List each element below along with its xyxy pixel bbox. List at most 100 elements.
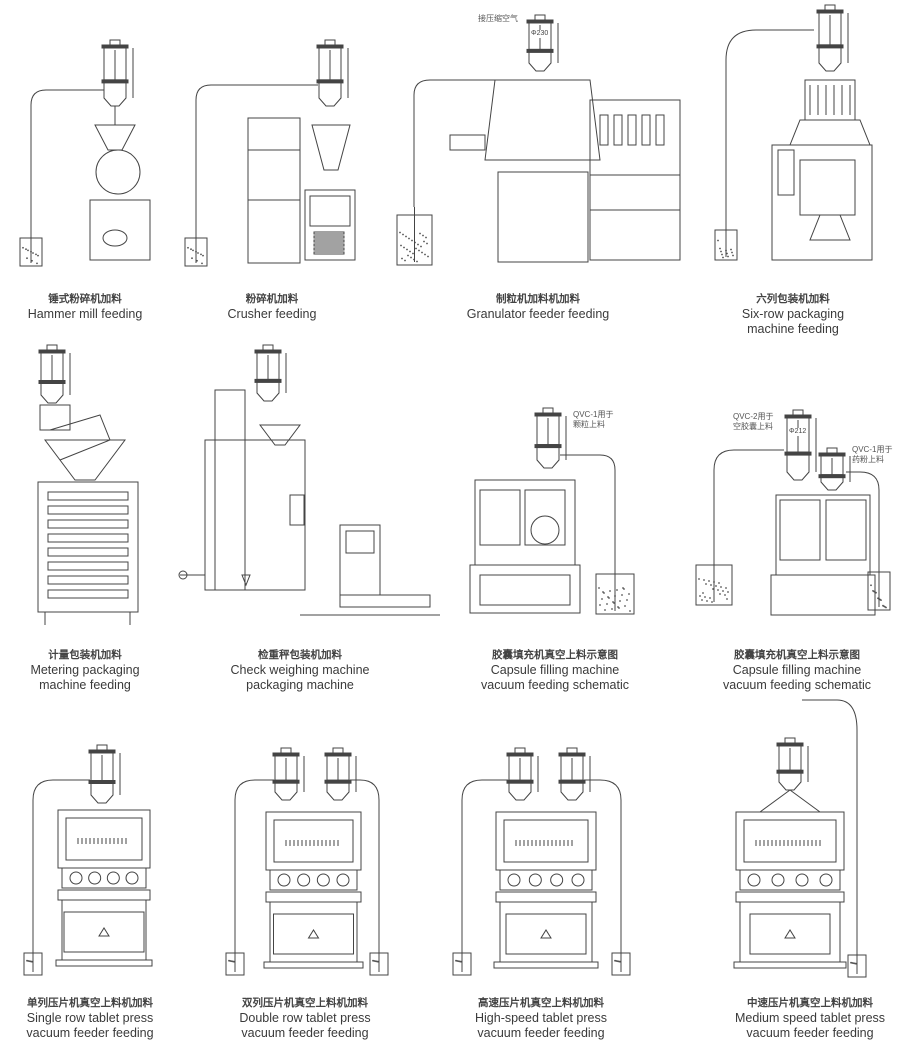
feeder-flange [316, 79, 344, 84]
machine-part [47, 575, 129, 585]
feeder-flange [254, 378, 282, 383]
material-granule [602, 591, 604, 593]
press-control-band [739, 869, 841, 891]
material-granule [233, 960, 235, 963]
panel-six-row [714, 4, 873, 261]
material-granule [200, 253, 202, 256]
caption-en1: Capsule filling machine [490, 663, 620, 677]
panel-capsule [469, 407, 635, 615]
feeder-hopper [528, 52, 552, 72]
caption-en1: Six-row packaging [741, 307, 845, 321]
material-granule [425, 236, 427, 239]
note-line: 空胶囊上料 [733, 422, 773, 431]
material-granule [419, 232, 421, 235]
machine-outline [49, 414, 111, 461]
caption-en2: vacuum feeder feeding [241, 1026, 369, 1040]
panel-caption: 粉碎机加料 Crusher feeding [228, 292, 317, 322]
machine-outline [44, 439, 126, 481]
machine-part [289, 494, 305, 526]
material-granule [202, 254, 204, 257]
material-granule [718, 582, 720, 584]
machine-part [47, 547, 129, 557]
caption-en1: Hammer mill feeding [27, 307, 143, 321]
material-granule [705, 583, 707, 585]
machine-circle [178, 570, 188, 580]
machine-outline [311, 124, 351, 171]
material-granule [722, 590, 724, 592]
material-granule [855, 962, 857, 965]
feeder-diameter-label: Φ230 [531, 30, 549, 38]
press-door [63, 911, 145, 953]
material-granule [708, 580, 710, 582]
caption-zh: 中速压片机真空上料机加料 [747, 997, 873, 1009]
machine-part [89, 199, 151, 261]
feeder-hopper [560, 783, 584, 801]
material-granule [709, 597, 711, 599]
press-gauge [771, 873, 785, 887]
material-granule [26, 257, 28, 260]
feeder-cap [324, 39, 336, 46]
panel-medium-speed-press [733, 699, 867, 978]
machine-part [313, 243, 345, 247]
machine-part [479, 574, 571, 606]
feeder-flange [784, 451, 812, 456]
press-base [739, 901, 841, 963]
material-granule [27, 249, 29, 252]
material-granule [621, 594, 623, 596]
material-granule [606, 603, 608, 605]
machine-part [449, 134, 486, 151]
feeder-hopper [318, 82, 342, 107]
material-granule [629, 610, 631, 612]
vacuum-hose [413, 79, 520, 207]
press-base [61, 899, 147, 961]
caption-en1: Medium speed tablet press [734, 1011, 886, 1025]
vacuum-hose [560, 454, 616, 566]
panel-granulator [396, 14, 681, 266]
feeder-cap [542, 407, 554, 414]
machine-outline [809, 214, 851, 241]
feeder-flange [272, 779, 300, 784]
material-granule [192, 249, 194, 252]
material-granule [421, 251, 423, 254]
feeder-cap [566, 747, 578, 754]
material-granule [626, 599, 628, 601]
press-foot [493, 961, 599, 969]
press-gauge [297, 873, 311, 887]
material-granule [701, 599, 703, 601]
caption-en1: Crusher feeding [227, 307, 317, 321]
material-granule [720, 586, 722, 588]
feeder-hopper [508, 783, 532, 801]
material-granule [427, 255, 429, 258]
caption-en1: Capsule filling machine [732, 663, 862, 677]
caption-zh: 粉碎机加料 [245, 293, 299, 305]
machine-part [589, 99, 681, 261]
feeder-cap [332, 747, 344, 754]
machine-part [469, 564, 581, 614]
material-granule [401, 257, 403, 260]
press-control-band [499, 869, 593, 891]
machine-part [641, 114, 651, 146]
material-granule [727, 591, 729, 593]
press-control-band [269, 869, 358, 891]
caption-en2: vacuum feeding schematic [723, 678, 871, 692]
machine-part [771, 144, 873, 261]
feeder-flange [38, 380, 66, 384]
press-upper-frame [57, 809, 151, 869]
vacuum-hose [30, 89, 104, 230]
feeder-flange [818, 474, 846, 479]
feeder-cap [826, 447, 838, 454]
note-line: QVC-1用于 [573, 410, 614, 419]
machine-part [599, 114, 609, 146]
material-granule [607, 596, 609, 598]
material-granule [601, 598, 603, 600]
caption-en2: machine feeding [747, 322, 839, 336]
material-granule [722, 256, 724, 259]
material-granule [711, 601, 713, 603]
warning-icon [307, 929, 320, 939]
machine-part [37, 481, 139, 613]
